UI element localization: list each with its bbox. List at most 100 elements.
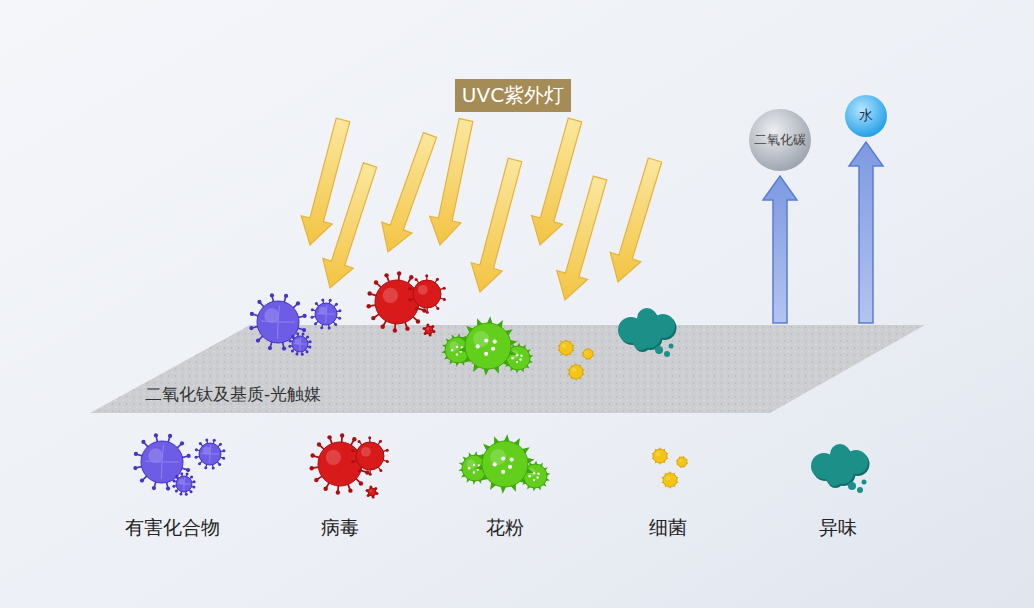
highlight — [450, 342, 459, 351]
spike-knob — [222, 449, 225, 452]
product-circle: 二氧化碳 — [748, 108, 812, 172]
spike-knob — [219, 443, 222, 446]
facet-line — [210, 445, 212, 454]
release-arrow — [763, 176, 797, 323]
pollen-dot — [456, 353, 458, 355]
spike-knob — [408, 298, 411, 301]
spike-knob — [379, 469, 382, 472]
pollen-dot — [537, 472, 539, 474]
facet-line — [317, 313, 326, 315]
spike-knob — [133, 466, 137, 470]
facet-line — [184, 478, 186, 484]
facet-line — [178, 483, 184, 484]
pollen-dot — [516, 354, 518, 356]
pollen-dot — [484, 338, 488, 342]
spike-knob — [314, 322, 317, 325]
spike-knob — [175, 490, 178, 493]
spike-knob — [154, 433, 158, 437]
lamp-label-box: UVC紫外灯 — [455, 79, 571, 112]
facet-line — [184, 484, 190, 485]
microbe-core — [663, 473, 677, 487]
microbe-body — [661, 471, 678, 489]
spike-knob — [379, 440, 382, 443]
spike-knob — [296, 301, 300, 305]
spike-knob — [393, 328, 397, 332]
spike-knob — [409, 275, 413, 279]
microbe-core — [413, 280, 441, 308]
facet-line — [145, 461, 162, 463]
pollen-dot — [473, 464, 475, 466]
microbe-body — [582, 348, 594, 360]
highlight — [585, 351, 589, 355]
spike-knob — [295, 352, 298, 355]
spike-knob — [140, 478, 144, 482]
spike-knob — [190, 475, 193, 478]
microbe-core — [199, 443, 221, 465]
highlight — [490, 449, 506, 465]
highlight — [665, 475, 670, 480]
pollen-dot — [511, 357, 513, 359]
facet-line — [201, 453, 210, 455]
spike-knob — [327, 435, 331, 439]
spike-knob — [335, 303, 338, 306]
spike-knob — [405, 326, 409, 330]
node-text: 二氧化钛及基质-光触媒 — [145, 383, 321, 406]
microbe-body — [458, 316, 517, 376]
facet-line — [326, 305, 328, 314]
microbe-body — [172, 472, 195, 495]
spike-knob — [172, 485, 175, 488]
spike-knob — [315, 302, 318, 305]
microbe-core — [368, 488, 376, 496]
bacteria-icon — [651, 447, 688, 489]
spike-knob — [282, 347, 286, 351]
spike-knob — [166, 487, 170, 491]
spike-knob — [168, 434, 172, 438]
odor-drop — [862, 480, 867, 485]
pollen-dot — [468, 467, 470, 469]
facet-line — [278, 305, 279, 322]
microbe-core — [583, 349, 593, 359]
microbe-core — [559, 341, 573, 355]
microbe-body — [651, 447, 668, 465]
spike-knob — [173, 479, 176, 482]
node-text: UVC紫外灯 — [462, 82, 564, 109]
spike-knob — [302, 328, 306, 332]
spike-knob — [205, 439, 208, 442]
spike-knob — [199, 442, 202, 445]
spike-knob — [351, 449, 354, 452]
spike-knob — [416, 319, 420, 323]
spike-knob — [180, 441, 184, 445]
microbe-body — [475, 434, 534, 494]
spike-knob — [386, 460, 389, 463]
microbe-core — [176, 476, 192, 492]
pollen-dot — [476, 344, 480, 348]
bacteria-icon — [557, 339, 594, 381]
microbe-core — [257, 301, 299, 343]
spike-knob — [348, 488, 352, 492]
spike-knob — [306, 350, 309, 353]
spike-knob — [291, 335, 294, 338]
pollen-dot — [519, 358, 521, 360]
spike-knob — [152, 486, 156, 490]
spike-knob — [190, 490, 193, 493]
uv-ray-arrow — [382, 133, 437, 252]
odor-icon — [618, 308, 677, 357]
spike-knob — [250, 312, 254, 316]
spike-knob — [369, 473, 372, 476]
spike-knob — [249, 326, 253, 330]
facet-line — [261, 321, 278, 323]
legend-label: 有害化合物 — [125, 515, 220, 541]
microbe-body — [351, 436, 389, 475]
spike-knob — [288, 345, 291, 348]
spike-knob — [291, 350, 294, 353]
spike-knob — [222, 457, 225, 460]
facet-line — [278, 322, 295, 323]
highlight — [326, 450, 341, 465]
spike-knob — [368, 436, 371, 439]
spike-knob — [338, 317, 341, 320]
spike-knob — [352, 437, 356, 441]
spike-knob — [436, 278, 439, 281]
spike-knob — [192, 486, 195, 489]
microbe-body — [366, 485, 379, 498]
